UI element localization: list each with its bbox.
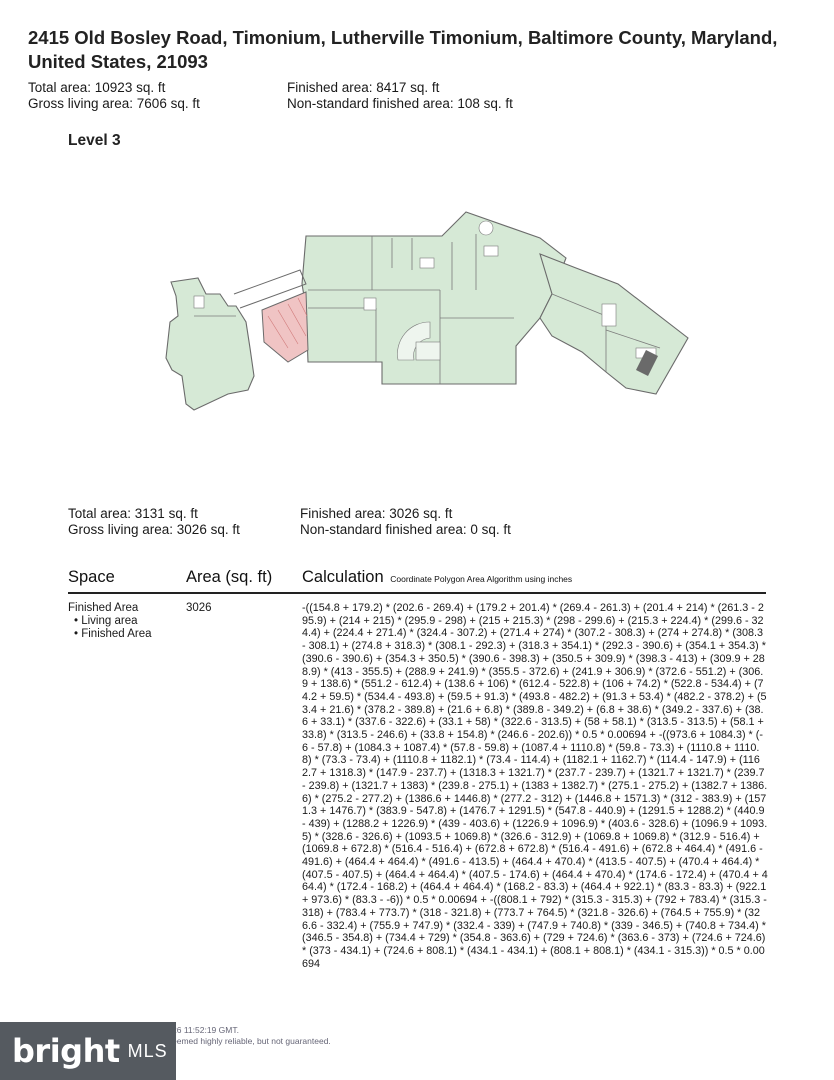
page-title: 2415 Old Bosley Road, Timonium, Luthervi… [28, 27, 778, 72]
finished-area: Finished area: 8417 sq. ft [287, 80, 440, 95]
level-gross-living-area: Gross living area: 3026 sq. ft [68, 522, 240, 537]
staircase [397, 321, 441, 361]
level-title: Level 3 [68, 132, 121, 149]
space-name: Finished Area [68, 602, 139, 614]
floor-plan-image [165, 211, 689, 411]
hatch-lines [267, 297, 308, 349]
property-stats: Total area: 10923 sq. ft Finished area: … [28, 80, 513, 112]
space-cell: Finished Area • Living area • Finished A… [68, 602, 152, 641]
room-unfinished [261, 291, 309, 363]
column-calculation-note: Coordinate Polygon Area Algorithm using … [390, 574, 573, 584]
bright-mls-logo: bright MLS [0, 1022, 176, 1080]
space-sub-finished: • Finished Area [74, 628, 152, 640]
logo-brand: bright [12, 1032, 120, 1070]
non-standard-finished-area: Non-standard finished area: 108 sq. ft [287, 96, 513, 111]
column-calculation: Calculation Coordinate Polygon Area Algo… [302, 568, 572, 592]
column-calculation-label: Calculation [302, 568, 384, 586]
level-stats: Total area: 3131 sq. ft Finished area: 3… [68, 506, 511, 538]
area-table-header: Space Area (sq. ft) Calculation Coordina… [68, 566, 766, 594]
level-finished-area: Finished area: 3026 sq. ft [300, 506, 453, 521]
total-area: Total area: 10923 sq. ft [28, 80, 166, 95]
interior-walls [194, 234, 661, 384]
level-total-area: Total area: 3131 sq. ft [68, 506, 198, 521]
room-suite-left [165, 277, 255, 411]
column-space: Space [68, 568, 115, 586]
fireplace [636, 350, 658, 376]
calculation-cell: -((154.8 + 179.2) * (202.6 - 269.4) + (1… [302, 602, 768, 970]
area-cell: 3026 [186, 602, 212, 614]
logo-suffix: MLS [127, 1040, 168, 1061]
gross-living-area: Gross living area: 7606 sq. ft [28, 96, 200, 111]
space-sub-living: • Living area [74, 615, 138, 627]
level-non-standard-finished-area: Non-standard finished area: 0 sq. ft [300, 522, 511, 537]
column-area: Area (sq. ft) [186, 568, 273, 586]
footer-disclaimer: eemed highly reliable, but not guarantee… [172, 1036, 331, 1046]
footer-timestamp: 26 11:52:19 GMT. [172, 1025, 239, 1035]
